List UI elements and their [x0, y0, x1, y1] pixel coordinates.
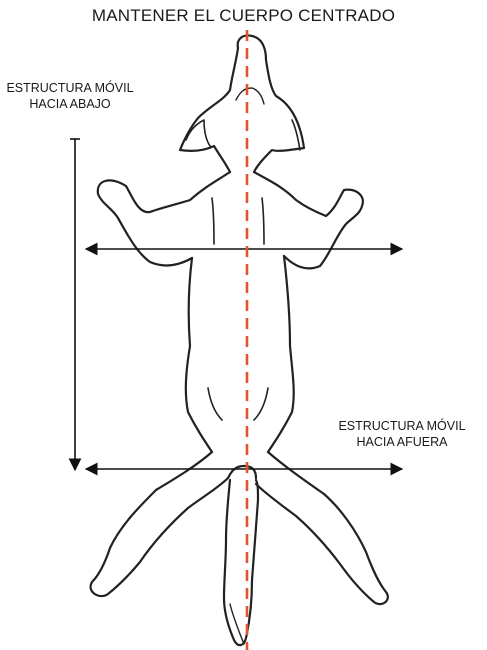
dog-left-hip-crease: [208, 388, 222, 420]
dog-tail: [224, 480, 258, 645]
dog-pelvis: [228, 466, 256, 478]
dog-torso-right: [268, 256, 294, 452]
dog-left-hind-leg: [91, 452, 228, 596]
dog-left-front-leg: [98, 172, 230, 265]
dog-right-hind-leg: [256, 452, 388, 604]
dog-right-hip-crease: [254, 388, 268, 420]
dog-right-front-leg: [254, 172, 363, 268]
dog-right-crease: [262, 198, 264, 244]
dog-head: [180, 36, 304, 173]
dog-left-ear: [186, 120, 210, 146]
dog-body-outline: [91, 36, 388, 646]
dog-left-crease: [212, 198, 214, 244]
dog-muzzle-shading: [236, 88, 264, 104]
dog-torso-left: [186, 258, 212, 452]
